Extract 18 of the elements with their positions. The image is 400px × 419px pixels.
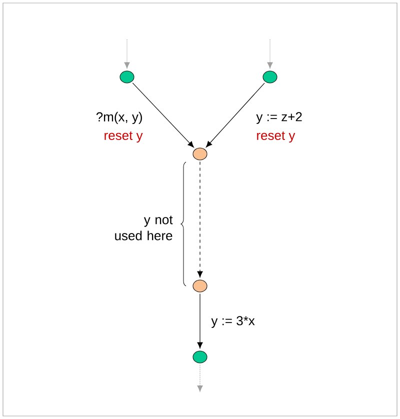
arrow bbox=[132, 82, 194, 148]
arrow bbox=[267, 39, 273, 68]
state-circle bbox=[192, 280, 208, 292]
arrow bbox=[197, 293, 203, 348]
note-text: y not used here bbox=[115, 216, 173, 240]
state-circle bbox=[262, 70, 278, 84]
state-circle bbox=[192, 350, 208, 364]
edge-label: y := z+2 bbox=[256, 112, 302, 124]
arrow bbox=[197, 364, 203, 392]
note-text: reset y bbox=[257, 131, 296, 143]
arrow bbox=[197, 161, 203, 278]
state-circle bbox=[120, 70, 134, 84]
edge-label: y := 3*x bbox=[211, 316, 255, 328]
arrow bbox=[124, 39, 130, 68]
note-text: reset y bbox=[104, 131, 143, 143]
state-circle bbox=[192, 148, 208, 160]
edge-label: ?m(x, y) bbox=[96, 112, 142, 124]
arrow bbox=[206, 82, 265, 148]
